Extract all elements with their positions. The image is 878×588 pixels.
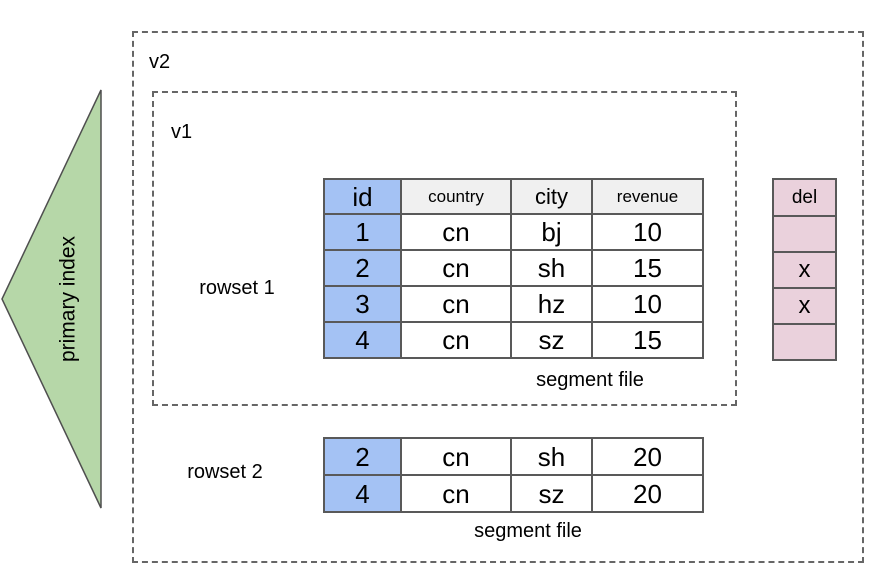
- column-header-del: del: [772, 178, 837, 217]
- table-cell: bj: [510, 213, 593, 251]
- table-cell: sz: [510, 474, 593, 513]
- table-cell: 10: [591, 285, 704, 323]
- table-cell: 20: [591, 437, 704, 476]
- column-header-country: country: [400, 178, 512, 215]
- segment-file-label-rowset1: segment file: [536, 369, 644, 391]
- del-cell: [772, 215, 837, 253]
- rowset1-label: rowset 1: [199, 277, 275, 299]
- table-cell: cn: [400, 249, 512, 287]
- table-row: 3 cn hz 10: [323, 285, 704, 323]
- table-row: 2 cn sh 15: [323, 249, 704, 287]
- v2-label: v2: [149, 51, 171, 73]
- segment-file-label-rowset2: segment file: [474, 520, 582, 542]
- table-row: 4 cn sz 15: [323, 321, 704, 359]
- id-cell: 2: [323, 249, 402, 287]
- delete-vector-row: [772, 323, 837, 361]
- table-cell: 15: [591, 321, 704, 359]
- table-cell: cn: [400, 321, 512, 359]
- id-cell: 1: [323, 213, 402, 251]
- rowset2-label: rowset 2: [187, 461, 263, 483]
- primary-index-shape: primary index: [1, 89, 102, 509]
- delete-vector-row: x: [772, 287, 837, 325]
- del-cell: x: [772, 251, 837, 289]
- primary-index-label: primary index: [57, 235, 80, 362]
- column-header-id: id: [323, 178, 402, 215]
- table-row: 4 cn sz 20: [323, 474, 704, 513]
- table-cell: cn: [400, 285, 512, 323]
- column-header-city: city: [510, 178, 593, 215]
- v1-label: v1: [171, 121, 193, 143]
- table-cell: 20: [591, 474, 704, 513]
- primary-index-triangle: [1, 89, 102, 509]
- id-cell: 2: [323, 437, 402, 476]
- delete-vector-row: x: [772, 251, 837, 289]
- table-row: 2 cn sh 20: [323, 437, 704, 476]
- table-cell: sh: [510, 437, 593, 476]
- table-cell: cn: [400, 474, 512, 513]
- column-header-revenue: revenue: [591, 178, 704, 215]
- rowset2-table: 2 cn sh 20 4 cn sz 20: [323, 437, 704, 513]
- id-cell: 3: [323, 285, 402, 323]
- rowset1-header-row: id country city revenue: [323, 178, 704, 215]
- table-cell: cn: [400, 213, 512, 251]
- del-cell: [772, 323, 837, 361]
- table-cell: sh: [510, 249, 593, 287]
- table-cell: hz: [510, 285, 593, 323]
- delete-vector: del x x: [772, 178, 837, 361]
- v1-version-box: [152, 91, 737, 406]
- delete-vector-row: [772, 215, 837, 253]
- v2-version-box: [132, 31, 864, 563]
- del-cell: x: [772, 287, 837, 325]
- table-cell: 10: [591, 213, 704, 251]
- table-cell: cn: [400, 437, 512, 476]
- table-cell: sz: [510, 321, 593, 359]
- table-cell: 15: [591, 249, 704, 287]
- rowset1-table: id country city revenue 1 cn bj 10 2 cn …: [323, 178, 704, 359]
- delete-vector-header-row: del: [772, 178, 837, 217]
- table-row: 1 cn bj 10: [323, 213, 704, 251]
- id-cell: 4: [323, 321, 402, 359]
- id-cell: 4: [323, 474, 402, 513]
